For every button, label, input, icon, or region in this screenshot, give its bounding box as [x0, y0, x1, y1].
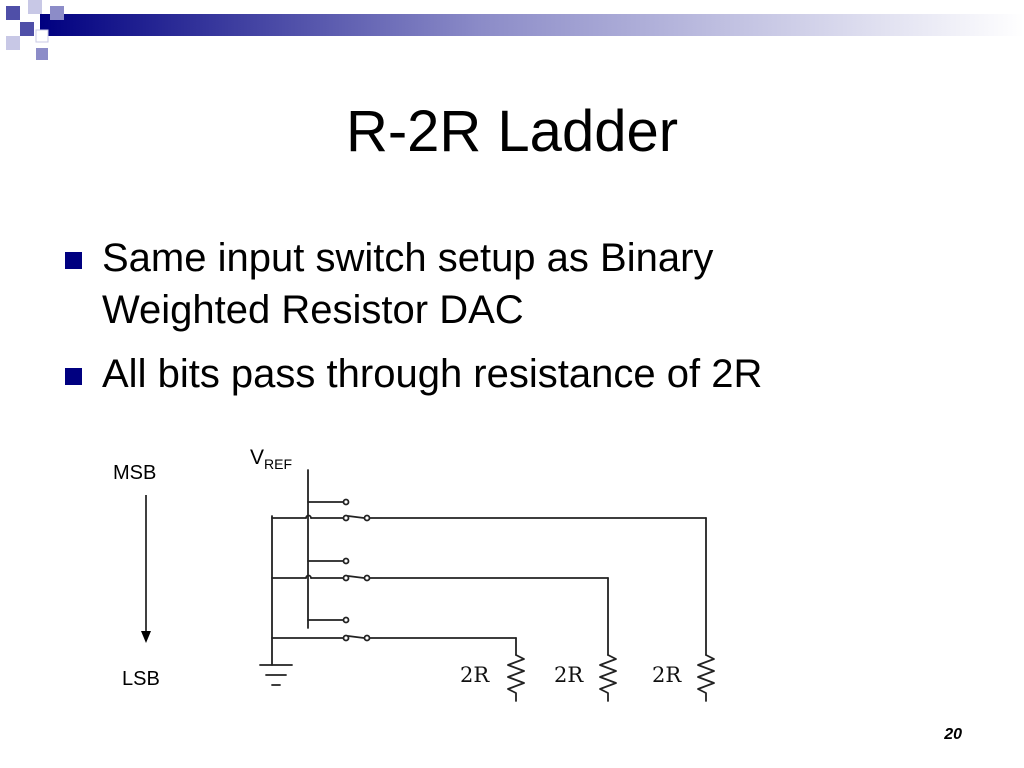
bullet-item: Same input switch setup as Binary Weight… [62, 232, 882, 336]
decor-square [36, 48, 48, 60]
header-decoration [6, 0, 1024, 60]
decor-square [50, 6, 64, 20]
resistor-icon [697, 654, 715, 702]
decor-square [20, 22, 34, 36]
resistor-label: 2R [652, 663, 682, 687]
vref-main: V [250, 446, 265, 469]
bullet-item: All bits pass through resistance of 2R [62, 348, 882, 400]
switch-msb [271, 498, 707, 656]
down-arrow-icon [141, 495, 151, 643]
bullet-text: Same input switch setup as Binary Weight… [102, 236, 714, 332]
header-gradient-bar [40, 14, 1024, 36]
vref-subscript: REF [264, 456, 293, 473]
resistor-label: 2R [460, 663, 490, 687]
square-bullet-icon [65, 368, 82, 385]
resistor-icon [507, 654, 525, 702]
page-number: 20 [944, 726, 962, 743]
bullet-list: Same input switch setup as Binary Weight… [62, 232, 882, 412]
decor-square [35, 29, 49, 43]
vref-label: VREF [250, 446, 292, 472]
slide-title: R-2R Ladder [345, 99, 679, 164]
bullet-text: All bits pass through resistance of 2R [102, 352, 763, 396]
square-bullet-icon [65, 252, 82, 269]
switch-lsb [271, 616, 517, 656]
lsb-label: LSB [122, 668, 160, 690]
resistor-icon [599, 654, 617, 702]
resistor-label: 2R [554, 663, 584, 687]
ground-icon [259, 664, 293, 686]
decor-square [6, 36, 20, 50]
r2r-ladder-circuit: 2R 2R 2R [259, 469, 715, 702]
switch-middle [271, 557, 609, 656]
msb-label: MSB [113, 462, 157, 484]
decor-square [28, 0, 42, 14]
decor-square [6, 6, 20, 20]
